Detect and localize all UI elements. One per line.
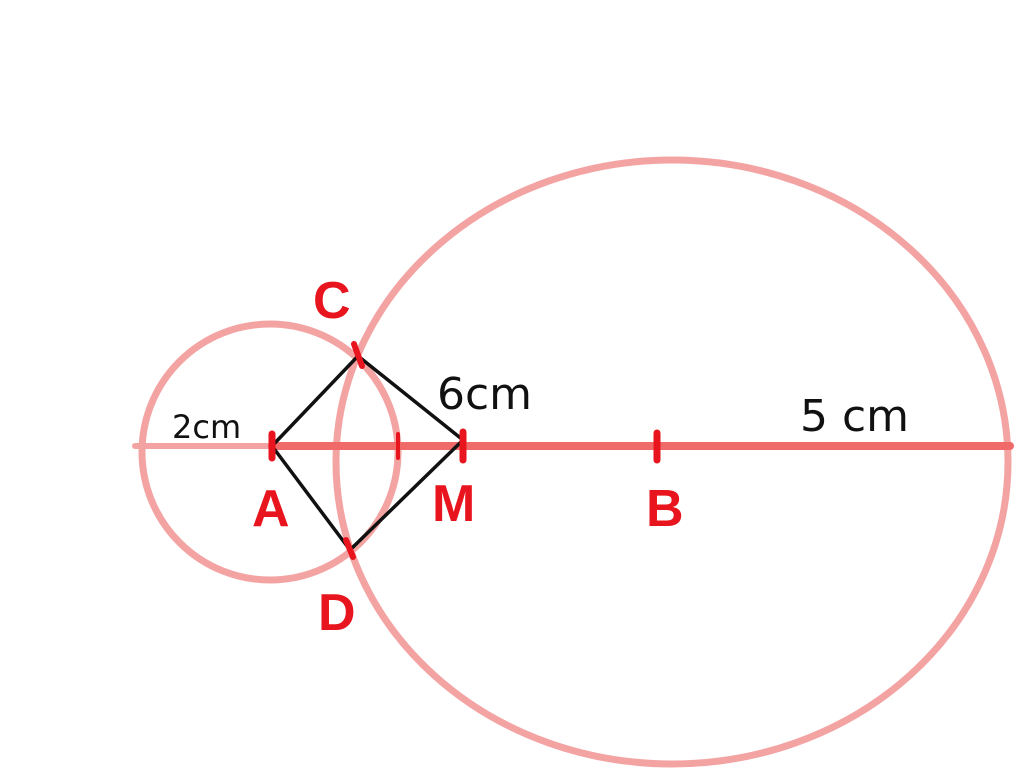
label-side-length: 6cm bbox=[437, 369, 532, 420]
label-small-radius: 2cm bbox=[172, 408, 241, 446]
side-da bbox=[270, 444, 352, 552]
side-cm bbox=[356, 354, 465, 442]
side-md bbox=[348, 438, 465, 552]
tick-c bbox=[351, 341, 365, 369]
label-c: C bbox=[313, 272, 351, 330]
label-b: B bbox=[646, 480, 684, 538]
large-circle bbox=[332, 156, 1012, 768]
label-d: D bbox=[318, 584, 356, 642]
label-m: M bbox=[432, 475, 475, 533]
tick-d bbox=[343, 537, 356, 560]
label-a: A bbox=[252, 480, 290, 538]
label-large-radius: 5 cm bbox=[800, 391, 909, 442]
side-ac bbox=[270, 354, 360, 448]
